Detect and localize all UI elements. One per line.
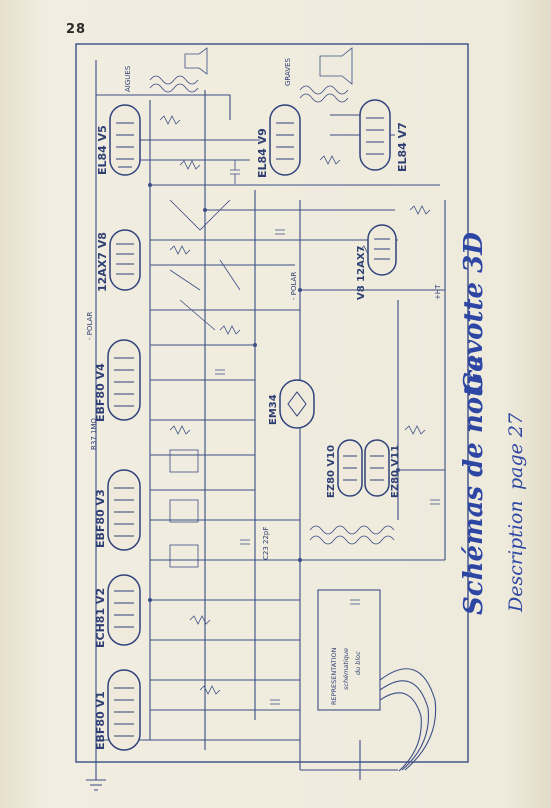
tube-label-v11: EZ80 V11 (390, 445, 401, 498)
tube-em34 (279, 379, 315, 429)
tube-12ax7-v8b (367, 224, 397, 276)
tube-label-v3: EBF80 V3 (94, 489, 107, 548)
tube-label-em34: EM34 (268, 394, 279, 425)
label-aigues: AIGUES (124, 65, 132, 92)
tube-ebf80-v3 (107, 469, 141, 551)
annotation-line3: Description (505, 500, 527, 613)
schematic-frame (75, 43, 469, 763)
label-du-bloc: du bloc (354, 651, 362, 675)
tube-label-v4: EBF80 V4 (94, 363, 107, 422)
annotation-line1: Schémas de notre (459, 355, 489, 615)
annotation-line2: Gavotte 3D (459, 232, 489, 394)
tube-ez80-v10 (337, 439, 363, 497)
tube-ech81-v2 (107, 574, 141, 646)
label-ht-right: +HT (434, 284, 442, 300)
tube-ebf80-v4 (107, 339, 141, 421)
annotation-line4: page 27 (505, 412, 527, 490)
label-r37: R37 1MΩ (90, 418, 98, 450)
tube-el84-v5 (109, 104, 141, 176)
tube-ez80-v11 (364, 439, 390, 497)
tube-label-v1: EBF80 V1 (94, 691, 107, 750)
label-polar-mid: - POLAR (290, 272, 298, 300)
label-graves: GRAVES (284, 57, 292, 86)
tube-label-v8: 12AX7 V8 (96, 232, 109, 292)
tube-label-v9: EL84 V9 (256, 128, 269, 178)
tube-el84-v7 (359, 99, 391, 171)
label-representation: REPRESENTATION (330, 647, 338, 705)
tube-label-v10: EZ80 V10 (326, 445, 337, 498)
tube-label-v2: ECH81 V2 (94, 588, 107, 648)
label-polar-left: - POLAR (86, 312, 94, 340)
tube-ebf80-v1 (107, 669, 141, 751)
tube-label-v5: EL84 V5 (96, 125, 109, 175)
label-c23: C23 22pF (262, 527, 270, 560)
tube-label-v7: EL84 V7 (396, 122, 409, 172)
tube-12ax7-v8 (109, 229, 141, 291)
handwritten-annotation: Schémas de notre Gavotte 3D Description … (459, 232, 527, 615)
label-schematique: schématique (342, 648, 350, 690)
tube-el84-v9 (269, 104, 301, 176)
switch-block (317, 589, 381, 711)
tube-label-v8b: V8 12AX7 (356, 245, 367, 300)
page-number: 28 (66, 22, 87, 37)
